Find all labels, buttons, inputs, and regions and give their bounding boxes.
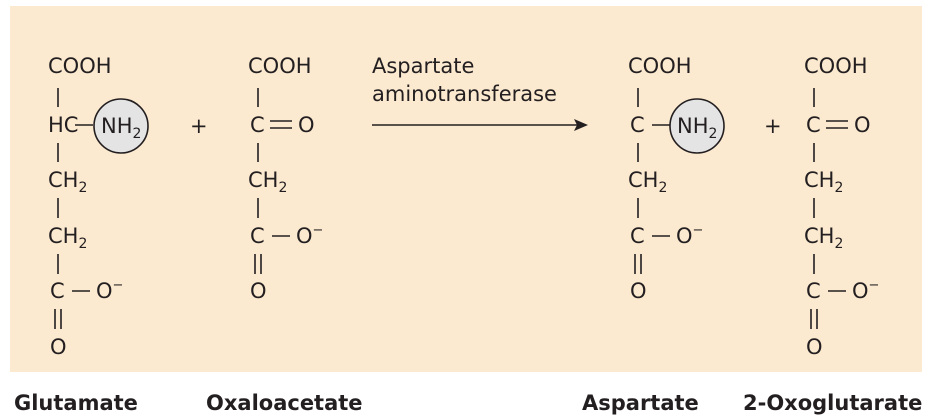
oxoglutarate-keto-o: O: [854, 113, 871, 137]
oxaloacetate-carbonyl-o: O: [250, 279, 267, 303]
aspartate-amino-group: NH2: [677, 114, 717, 142]
aspartate-structure: COOH C NH2 CH2 C O− O: [628, 54, 725, 303]
plus-sign: +: [190, 114, 208, 138]
oxoglutarate-ch2-a: CH2: [804, 168, 843, 196]
glutamate-ch2-b: CH2: [48, 224, 87, 252]
reaction-arrow-head: [574, 119, 588, 131]
glutamate-ch2-a: CH2: [48, 168, 87, 196]
oxaloacetate-keto-o: O: [298, 113, 315, 137]
oxaloacetate-carboxylate-c: C: [250, 224, 265, 248]
amino-group-circle: [93, 98, 149, 154]
aspartate-carbonyl-o: O: [630, 279, 647, 303]
label-oxaloacetate: Oxaloacetate: [206, 391, 363, 415]
label-aspartate: Aspartate: [582, 391, 699, 415]
glutamate-carbonyl-o: O: [50, 335, 67, 359]
oxaloacetate-cooh: COOH: [248, 54, 312, 78]
label-glutamate: Glutamate: [14, 391, 138, 415]
oxaloacetate-carboxylate-o: O−: [296, 223, 323, 248]
oxaloacetate-ch2: CH2: [248, 168, 287, 196]
enzyme-name-line2: aminotransferase: [372, 82, 557, 106]
oxoglutarate-c: C: [806, 113, 821, 137]
oxoglutarate-cooh: COOH: [804, 54, 868, 78]
oxoglutarate-ch2-b: CH2: [804, 224, 843, 252]
glutamate-cooh: COOH: [48, 54, 112, 78]
oxoglutarate-structure: COOH C O CH2 CH2 C O− O: [804, 54, 879, 359]
reaction-panel: [10, 6, 922, 372]
oxaloacetate-c: C: [250, 113, 265, 137]
glutamate-amino-group: NH2: [101, 114, 141, 142]
glutamate-structure: COOH HC NH2 CH2 CH2 C O− O: [48, 54, 149, 359]
aspartate-ch2: CH2: [628, 168, 667, 196]
label-2-oxoglutarate: 2-Oxoglutarate: [743, 391, 922, 415]
glutamate-hc: HC: [48, 113, 78, 137]
aspartate-carboxylate-o: O−: [676, 223, 703, 248]
glutamate-carboxylate-c: C: [50, 279, 65, 303]
enzyme-name-line1: Aspartate: [372, 54, 474, 78]
aspartate-c-alpha: C: [630, 113, 645, 137]
oxaloacetate-structure: COOH C O CH2 C O− O: [248, 54, 323, 303]
glutamate-carboxylate-o: O−: [96, 278, 123, 303]
aspartate-carboxylate-c: C: [630, 224, 645, 248]
amino-group-circle: [669, 98, 725, 154]
oxoglutarate-carboxylate-c: C: [806, 279, 821, 303]
oxoglutarate-carbonyl-o: O: [806, 335, 823, 359]
aspartate-cooh: COOH: [628, 54, 692, 78]
oxoglutarate-carboxylate-o: O−: [852, 278, 879, 303]
plus-sign: +: [764, 114, 782, 138]
